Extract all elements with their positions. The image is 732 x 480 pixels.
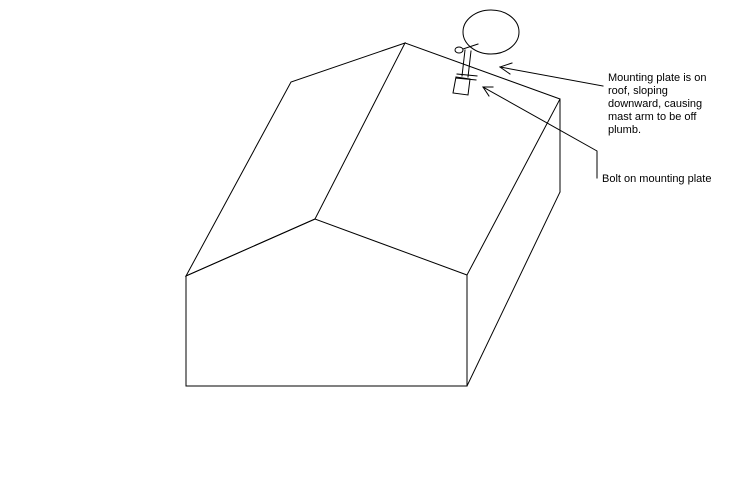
- bolt-arrow-shaft: [482, 86, 598, 179]
- house-drawing: [184, 42, 561, 387]
- right-side-eave-line: [466, 98, 561, 276]
- bolt-arrowhead: [482, 86, 494, 97]
- right-side-wall-bottom: [466, 191, 561, 387]
- bolt-note-text: Bolt on mounting plate: [602, 173, 712, 185]
- mounting-plate: [452, 76, 471, 96]
- mounting-plate-note-line: Mounting plate is on: [608, 72, 707, 84]
- satellite-dish: [462, 9, 520, 55]
- mounting-plate-note-line: downward, causing: [608, 98, 703, 110]
- mounting-plate-note-line: roof, sloping: [608, 85, 668, 97]
- mast-arm-right: [467, 50, 472, 78]
- dish-feed-horn: [454, 46, 464, 54]
- satellite-dish-assembly: [452, 9, 520, 96]
- mast-arm-left: [461, 49, 466, 77]
- mounting-plate-note-line: plumb.: [608, 124, 642, 136]
- mounting-plate-arrowhead: [498, 62, 513, 75]
- front-gable-wall: [185, 218, 468, 387]
- dish-feed-arm: [462, 43, 479, 50]
- bolt-line-bottom: [455, 77, 477, 81]
- bolt-annotation: Bolt on mounting plate: [602, 173, 711, 186]
- left-roof-slope: [184, 42, 407, 278]
- mounting-plate-annotation: Mounting plate is on roof, sloping downw…: [608, 72, 706, 137]
- mounting-plate-note-line: mast arm to be off: [608, 111, 697, 123]
- annotation-arrows: [482, 62, 604, 179]
- mounting-plate-arrow-shaft: [499, 66, 604, 87]
- bolt-line-top: [456, 73, 478, 77]
